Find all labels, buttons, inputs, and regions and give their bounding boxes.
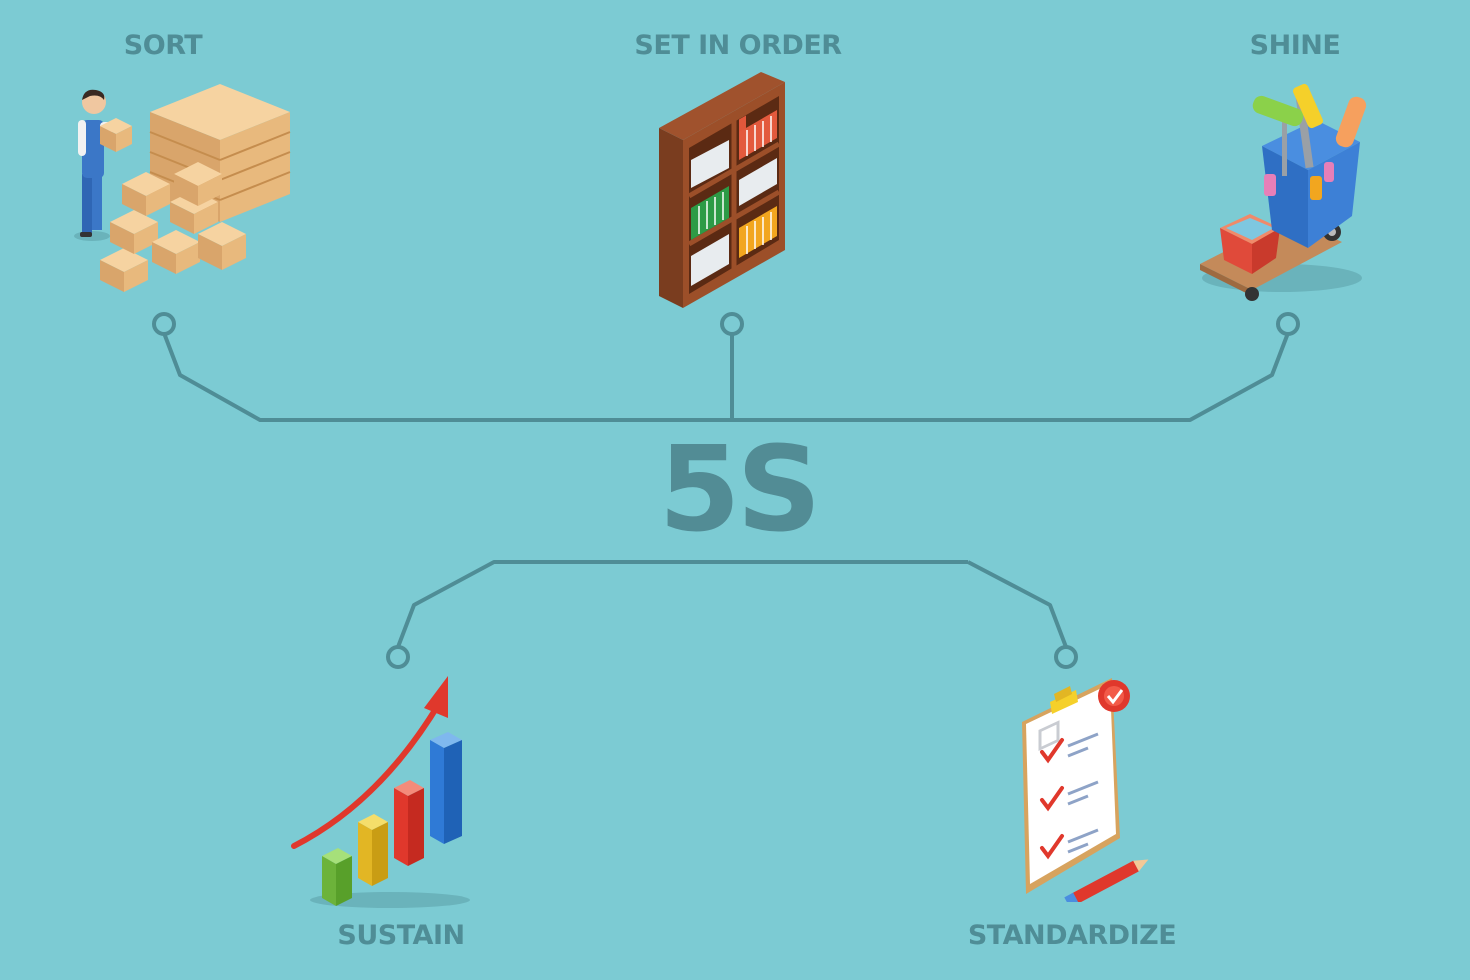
node-standardize bbox=[1056, 647, 1076, 667]
connector-standardize bbox=[968, 562, 1066, 647]
step-label-sustain: SUSTAIN bbox=[337, 920, 464, 951]
step-label-set-in-order: SET IN ORDER bbox=[634, 30, 841, 61]
connector-shine bbox=[734, 333, 1288, 420]
diagram-title: 5S bbox=[658, 430, 817, 548]
node-sustain bbox=[388, 647, 408, 667]
connector-sort bbox=[164, 333, 734, 420]
node-sort bbox=[154, 314, 174, 334]
growth-bar-chart-icon bbox=[290, 672, 490, 912]
step-label-sort: SORT bbox=[124, 30, 202, 61]
step-label-shine: SHINE bbox=[1250, 30, 1341, 61]
bookshelf-binders-icon bbox=[655, 72, 795, 312]
node-shine bbox=[1278, 314, 1298, 334]
cleaning-cart-icon bbox=[1192, 78, 1382, 308]
step-label-standardize: STANDARDIZE bbox=[968, 920, 1176, 951]
node-set-in-order bbox=[722, 314, 742, 334]
connector-sustain bbox=[398, 562, 968, 647]
warehouse-boxes-icon bbox=[70, 82, 310, 302]
checklist-clipboard-icon bbox=[1016, 672, 1156, 902]
